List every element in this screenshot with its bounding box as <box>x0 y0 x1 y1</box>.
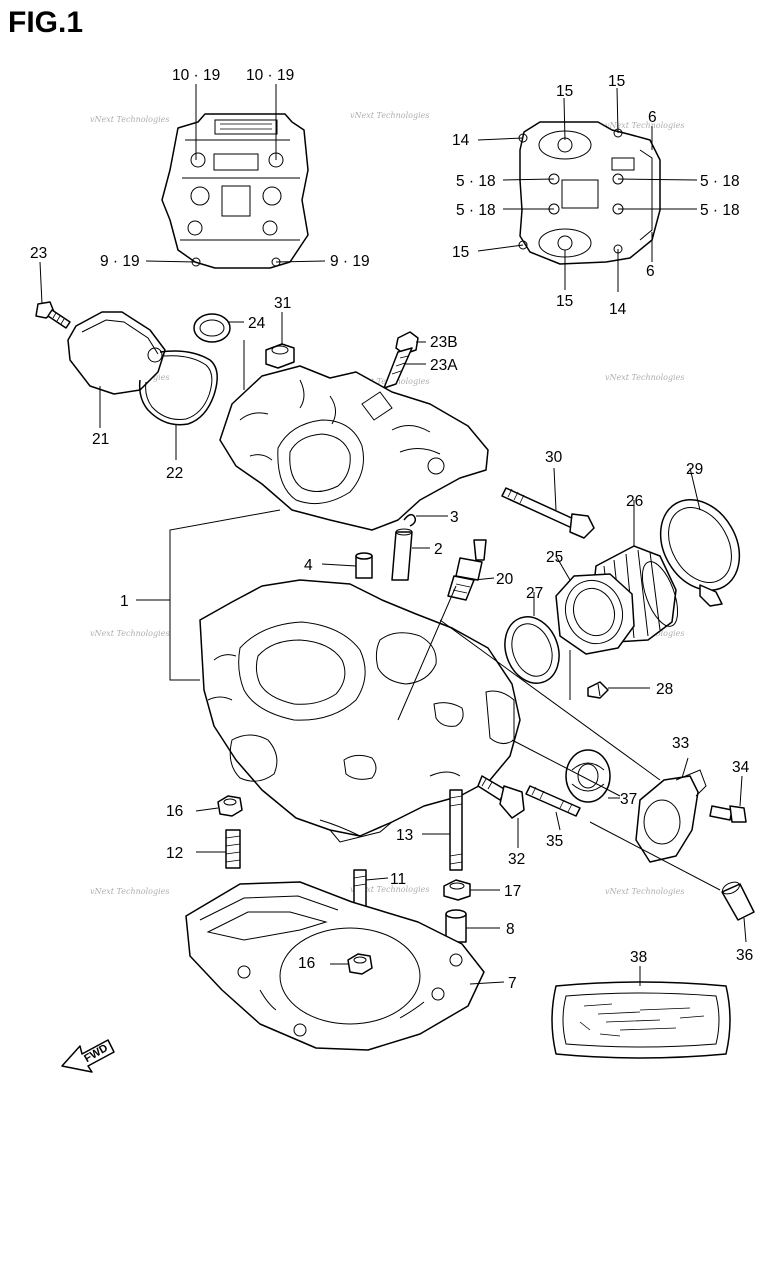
callout-4: 4 <box>304 557 313 574</box>
callout-6: 6 <box>646 263 655 280</box>
callout-1: 1 <box>120 593 129 610</box>
callout-35: 35 <box>546 833 563 850</box>
screw-28 <box>587 681 609 699</box>
leader-lines <box>39 84 747 986</box>
callout-5-18: 5 · 18 <box>700 173 740 190</box>
sleeve-36 <box>721 881 755 921</box>
callout-15: 15 <box>556 293 573 310</box>
callout-23a: 23A <box>430 357 458 374</box>
gasket-kit-38 <box>551 981 731 1059</box>
callout-37: 37 <box>620 791 637 808</box>
callout-31: 31 <box>274 295 291 312</box>
callout-8: 8 <box>506 921 515 938</box>
callout-labels: 10 · 19 10 · 19 9 · 19 9 · 19 23 24 31 2… <box>30 67 753 992</box>
spark-plug-20 <box>447 539 487 601</box>
stud-35 <box>525 785 581 817</box>
fwd-arrow-icon: FWD <box>61 1039 115 1073</box>
cylinder-head-cover <box>219 365 489 531</box>
bolt-23a-23b <box>383 331 419 389</box>
callout-30: 30 <box>545 449 563 466</box>
stud-12 <box>225 829 241 869</box>
callout-5-18: 5 · 18 <box>456 202 496 219</box>
callout-15: 15 <box>556 83 573 100</box>
callout-16: 16 <box>166 803 183 820</box>
gasket-7 <box>185 881 485 1051</box>
bolt-30 <box>501 487 595 539</box>
callout-27: 27 <box>526 585 543 602</box>
intake-flange-25 <box>555 573 635 655</box>
callout-32: 32 <box>508 851 525 868</box>
head-top-view <box>161 113 309 269</box>
dowel-8 <box>445 909 467 943</box>
camshaft-holder <box>518 121 661 265</box>
watermark-text: vNext Technologies <box>350 111 429 120</box>
callout-21: 21 <box>92 431 109 448</box>
valve-guide-2 <box>391 528 413 581</box>
callout-9-19: 9 · 19 <box>330 253 370 270</box>
bolt-34 <box>709 805 747 823</box>
dowel-pin-4 <box>355 552 373 579</box>
callout-23: 23 <box>30 245 47 262</box>
callout-14: 14 <box>452 132 470 149</box>
callout-22: 22 <box>166 465 183 482</box>
watermark-text: vNext Technologies <box>605 373 684 382</box>
callout-10-19: 10 · 19 <box>246 67 294 84</box>
callout-2: 2 <box>434 541 443 558</box>
stud-13 <box>449 789 463 871</box>
nut-16-lower <box>347 953 373 975</box>
callout-11: 11 <box>390 871 406 888</box>
callout-9-19: 9 · 19 <box>100 253 140 270</box>
callout-25: 25 <box>546 549 563 566</box>
sensor-32 <box>477 775 525 819</box>
callout-16: 16 <box>298 955 315 972</box>
callout-24: 24 <box>248 315 266 332</box>
nut-31 <box>265 343 295 369</box>
callout-26: 26 <box>626 493 643 510</box>
watermark-text: vNext Technologies <box>605 121 684 130</box>
clamp-29 <box>659 498 741 607</box>
callout-6: 6 <box>648 109 657 126</box>
figure-title: FIG.1 <box>8 6 83 39</box>
callout-23b: 23B <box>430 334 458 351</box>
callout-15: 15 <box>452 244 469 261</box>
watermark-text: vNext Technologies <box>90 629 169 638</box>
callout-5-18: 5 · 18 <box>700 202 740 219</box>
callout-38: 38 <box>630 949 647 966</box>
watermark-text: vNext Technologies <box>350 885 429 894</box>
watermark-text: vNext Technologies <box>90 115 169 124</box>
cover-21 <box>67 311 166 395</box>
oring-27 <box>504 616 560 684</box>
callout-13: 13 <box>396 827 413 844</box>
callout-12: 12 <box>166 845 183 862</box>
callout-33: 33 <box>672 735 689 752</box>
callout-28: 28 <box>656 681 673 698</box>
callout-34: 34 <box>732 759 750 776</box>
callout-36: 36 <box>736 947 753 964</box>
gasket-22 <box>138 350 218 426</box>
callout-20: 20 <box>496 571 514 588</box>
callout-14: 14 <box>609 301 627 318</box>
thermostat-37 <box>565 749 611 803</box>
watermark-text: vNext Technologies <box>90 887 169 896</box>
callout-15: 15 <box>608 73 625 90</box>
thermostat-housing-33 <box>635 769 707 863</box>
plug-24 <box>193 313 231 343</box>
nut-16-upper <box>217 795 243 817</box>
callout-17: 17 <box>504 883 521 900</box>
nut-17 <box>443 879 471 901</box>
callout-29: 29 <box>686 461 703 478</box>
callout-10-19: 10 · 19 <box>172 67 220 84</box>
callout-7: 7 <box>508 975 517 992</box>
callout-5-18: 5 · 18 <box>456 173 496 190</box>
clip-3 <box>403 513 417 527</box>
callout-3: 3 <box>450 509 459 526</box>
bolt-23 <box>35 301 71 329</box>
watermark-text: vNext Technologies <box>605 887 684 896</box>
cylinder-head <box>199 579 521 843</box>
